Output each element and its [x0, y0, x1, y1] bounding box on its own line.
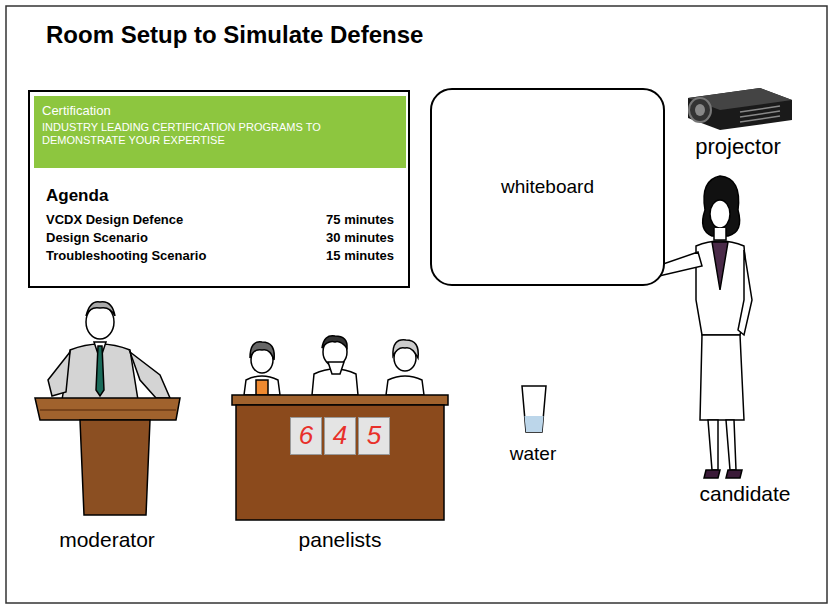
agenda-time: 15 minutes: [326, 248, 394, 264]
agenda-heading: Agenda: [46, 186, 108, 206]
agenda-item: Troubleshooting Scenario: [46, 248, 206, 264]
whiteboard-box: whiteboard: [430, 88, 665, 286]
projector-icon: [688, 88, 792, 130]
score-number: 6: [299, 420, 313, 451]
person-label: panelists: [299, 528, 382, 552]
agenda-time: 30 minutes: [326, 230, 394, 246]
water-glass: [522, 386, 546, 432]
person-label: candidate: [699, 482, 790, 506]
band-subtitle: INDUSTRY LEADING CERTIFICATION PROGRAMS …: [42, 121, 372, 147]
score-number: 4: [333, 420, 347, 451]
certification-band: CertificationINDUSTRY LEADING CERTIFICAT…: [34, 96, 406, 168]
object-label: water: [510, 443, 556, 465]
page-title: Room Setup to Simulate Defense: [46, 21, 423, 49]
frame: [6, 6, 827, 603]
moderator-figure: [35, 302, 180, 515]
agenda-slide: CertificationINDUSTRY LEADING CERTIFICAT…: [28, 90, 410, 288]
band-heading: Certification: [42, 103, 111, 119]
agenda-item: VCDX Design Defence: [46, 212, 183, 228]
device-label: projector: [695, 134, 781, 160]
score-number: 5: [367, 420, 381, 451]
panelists-figure: [232, 336, 448, 520]
score-card: 6: [290, 417, 322, 455]
agenda-item: Design Scenario: [46, 230, 148, 246]
person-label: moderator: [59, 528, 155, 552]
agenda-time: 75 minutes: [326, 212, 394, 228]
score-card: 5: [358, 417, 390, 455]
score-card: 4: [324, 417, 356, 455]
whiteboard-label: whiteboard: [501, 176, 594, 199]
